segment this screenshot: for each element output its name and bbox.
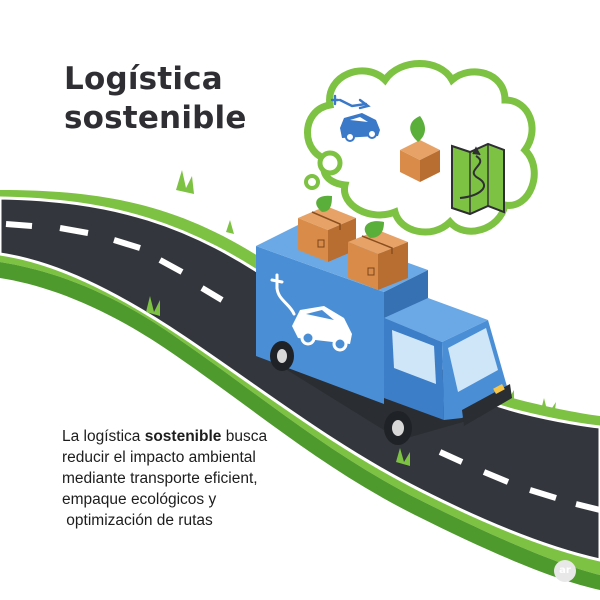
truck-wheels (270, 341, 412, 445)
truck-cab-top (384, 298, 488, 342)
eco-box-icon (400, 116, 440, 182)
lane-markings (5, 221, 600, 513)
electric-car-icon (340, 113, 380, 142)
title-line-2: sostenible (64, 100, 247, 136)
truck-headlight (493, 384, 505, 394)
truck-side-window (392, 330, 436, 384)
description-line-3: mediante transporte eficient, (62, 470, 258, 487)
page-title: Logística sostenible (64, 60, 324, 138)
eco-box-icon (298, 195, 356, 262)
ev-charging-icon (330, 94, 371, 110)
route-map-icon (451, 142, 505, 216)
description-line-5: optimización de rutas (62, 512, 213, 529)
description-line-4: empaque ecológicos y (62, 491, 217, 508)
description-line-1: La logística sostenible busca (62, 428, 268, 445)
truck-bumper (462, 384, 512, 426)
plug-icon (270, 273, 296, 316)
delivery-truck (256, 195, 512, 445)
eco-box-icon (348, 221, 408, 290)
title-line-1: Logística (64, 61, 223, 97)
truck-windshield (448, 328, 498, 392)
electric-car-icon (292, 306, 352, 352)
description-line-2: reducir el impacto ambiental (62, 449, 256, 466)
brand-logo: ar (554, 560, 576, 582)
cloud-bubble-large (317, 150, 343, 176)
thought-cloud (304, 60, 538, 236)
road-scene (0, 170, 600, 590)
grass-shadow (0, 262, 600, 590)
description-text: La logística sostenible busca reducir el… (62, 426, 322, 531)
cloud-bubble-small (304, 174, 320, 190)
